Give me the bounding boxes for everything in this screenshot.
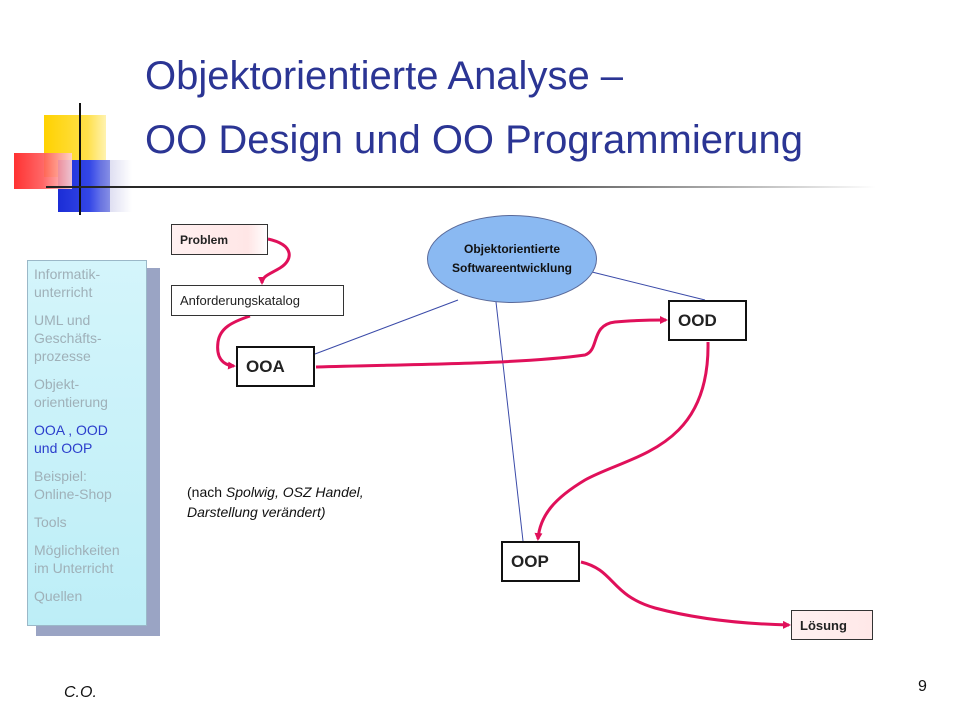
sidebar-item[interactable]: OOA , OOD und OOP [34,422,108,456]
sidebar-item[interactable]: Beispiel: Online-Shop [34,468,112,502]
sidebar-item[interactable]: Informatik- unterricht [34,266,101,300]
node-ood: OOD [668,300,747,341]
sidebar-item[interactable]: Quellen [34,588,83,604]
connector-ellipse-ooa [314,299,459,355]
sidebar-item[interactable]: Möglichkeiten im Unterricht [34,542,120,576]
node-softwareentwicklung: Objektorientierte Softwareentwicklung [427,215,597,303]
source-note: (nach Spolwig, OSZ Handel, Darstellung v… [187,482,364,522]
slide-title-line-1: Objektorientierte Analyse – [145,54,624,98]
node-anforderungskatalog: Anforderungskatalog [171,285,344,316]
sidebar-item[interactable]: UML und Geschäfts- prozesse [34,312,102,364]
connector-ellipse-ood [591,271,706,301]
source-note-line-2: Darstellung verändert) [187,504,326,520]
arrow-oop-loesung [580,560,791,629]
sidebar-item[interactable]: Tools [34,514,67,530]
source-note-prefix: (nach [187,484,226,500]
footer-author: C.O. [64,684,97,701]
slide-title-line-2: OO Design und OO Programmierung [145,118,804,162]
arrow-anforderung-ooa [216,314,251,370]
connector-ellipse-oop [495,301,524,542]
page-number: 9 [918,678,927,695]
ellipse-label-line-2: Softwareentwicklung [451,261,573,275]
sidebar-item[interactable]: Objekt- orientierung [34,376,108,410]
node-problem: Problem [171,224,268,255]
arrow-ooa-ood [315,316,668,369]
logo-red-square [14,153,72,189]
logo-vertical-line [79,103,81,215]
source-note-source: Spolwig, OSZ Handel, [225,484,364,500]
arrow-problem-anforderung [258,237,291,285]
node-ooa: OOA [236,346,315,387]
title-underline [46,186,876,188]
arrow-ood-oop [534,341,710,541]
node-oop: OOP [501,541,580,582]
ellipse-label-line-1: Objektorientierte [463,242,561,256]
node-loesung: Lösung [791,610,873,640]
